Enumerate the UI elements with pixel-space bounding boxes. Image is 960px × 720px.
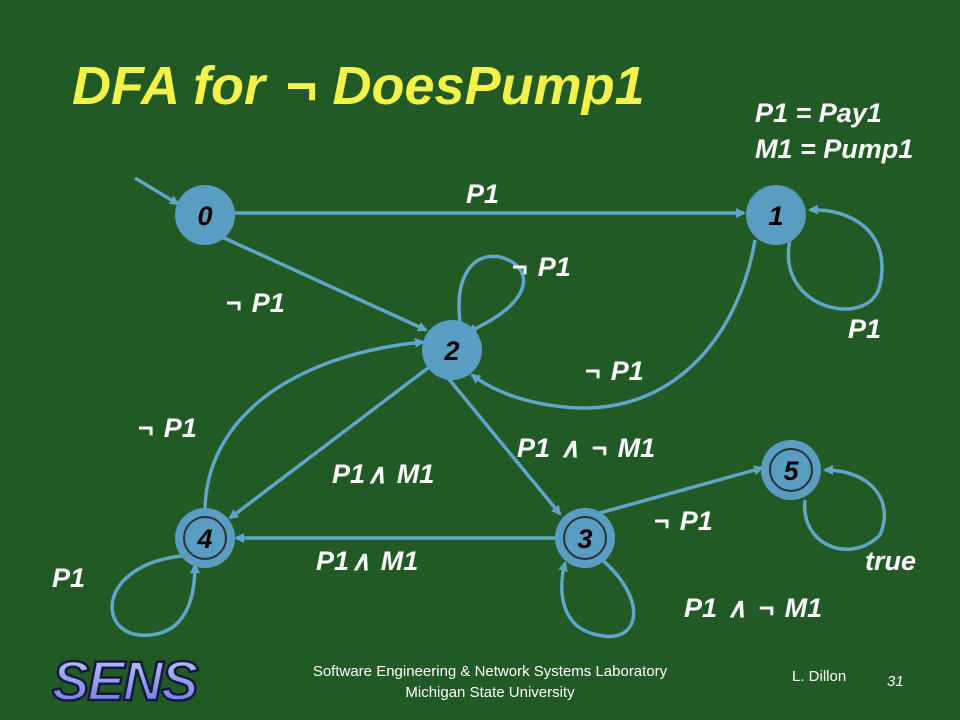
and-symbol: ∧	[351, 546, 371, 576]
neg-symbol: ¬	[226, 288, 242, 318]
state-1-label: 1	[768, 201, 783, 231]
label-prop: M1	[618, 433, 656, 463]
start-arrow	[134, 176, 180, 206]
title-name: DoesPump1	[318, 56, 645, 116]
and-symbol: ∧	[727, 593, 747, 623]
legend-pay: P1 = Pay1	[755, 98, 882, 128]
state-3-label: 3	[577, 524, 592, 554]
page-number: 31	[887, 673, 904, 690]
and-symbol: ∧	[560, 433, 580, 463]
neg-symbol: ¬	[138, 413, 154, 443]
and-symbol: ∧	[367, 459, 387, 489]
label-edge-3-3: P1 ∧ ¬ M1	[684, 593, 822, 623]
sens-logo-text: SENS	[52, 649, 198, 712]
edge-2-2	[457, 254, 526, 334]
state-5-label: 5	[783, 456, 799, 486]
neg-symbol: ¬	[759, 593, 775, 623]
label-edge-2-4: P1∧ M1	[332, 459, 434, 489]
label-edge-2-3: P1 ∧ ¬ M1	[517, 433, 655, 463]
neg-symbol: ¬	[592, 433, 608, 463]
title-neg: ¬	[286, 56, 318, 116]
footer-author: L. Dillon	[792, 668, 847, 685]
sens-logo: SENS	[51, 648, 202, 714]
label-edge-0-2: ¬ P1	[226, 288, 285, 318]
state-5: 5	[761, 440, 821, 500]
state-4-label: 4	[196, 524, 212, 554]
state-3: 3	[555, 508, 615, 568]
label-prop: P1	[517, 433, 550, 463]
label-edge-2-2: ¬ P1	[512, 252, 571, 282]
edge-5-5	[803, 465, 887, 552]
footer-university: Michigan State University	[405, 684, 575, 701]
label-prop: P1	[164, 413, 197, 443]
label-edge-0-1: P1	[466, 179, 499, 209]
edge-3-5	[595, 465, 764, 516]
state-0: 0	[175, 185, 235, 245]
label-prop: P1	[252, 288, 285, 318]
label-prop: P1	[332, 459, 365, 489]
neg-symbol: ¬	[585, 356, 601, 386]
edge-4-2	[203, 337, 425, 513]
edge-4-4	[110, 554, 200, 637]
state-1: 1	[746, 185, 806, 245]
label-prop: P1	[316, 546, 349, 576]
label-prop: M1	[785, 593, 823, 623]
label-edge-5-5: true	[865, 546, 916, 576]
edge-3-3	[558, 556, 636, 639]
label-edge-3-4: P1∧ M1	[316, 546, 418, 576]
label-prop: P1	[684, 593, 717, 623]
label-prop: M1	[381, 546, 419, 576]
label-edge-4-2: ¬ P1	[138, 413, 197, 443]
edge-0-2	[221, 235, 428, 332]
edge-2-4	[228, 366, 430, 520]
edge-2-3	[446, 376, 562, 516]
legend-pump: M1 = Pump1	[755, 134, 913, 164]
label-edge-4-4: P1	[52, 563, 85, 593]
label-edge-3-5: ¬ P1	[654, 506, 713, 536]
footer-lab: Software Engineering & Network Systems L…	[250, 661, 730, 703]
state-0-label: 0	[197, 201, 212, 231]
title-prefix: DFA for	[72, 56, 280, 116]
label-prop: P1	[611, 356, 644, 386]
footer-lab-name: Software Engineering & Network Systems L…	[312, 663, 668, 680]
neg-symbol: ¬	[512, 252, 528, 282]
edge-1-1	[786, 204, 884, 311]
state-2-label: 2	[443, 336, 459, 366]
state-4: 4	[175, 508, 235, 568]
label-prop: P1	[538, 252, 571, 282]
state-2: 2	[422, 320, 482, 380]
neg-symbol: ¬	[654, 506, 670, 536]
label-prop: M1	[397, 459, 435, 489]
label-prop: P1	[680, 506, 713, 536]
edge-1-2	[470, 239, 757, 410]
page-title: DFA for ¬ DoesPump1	[72, 56, 645, 116]
label-edge-1-2: ¬ P1	[585, 356, 644, 386]
label-edge-1-1: P1	[848, 314, 881, 344]
